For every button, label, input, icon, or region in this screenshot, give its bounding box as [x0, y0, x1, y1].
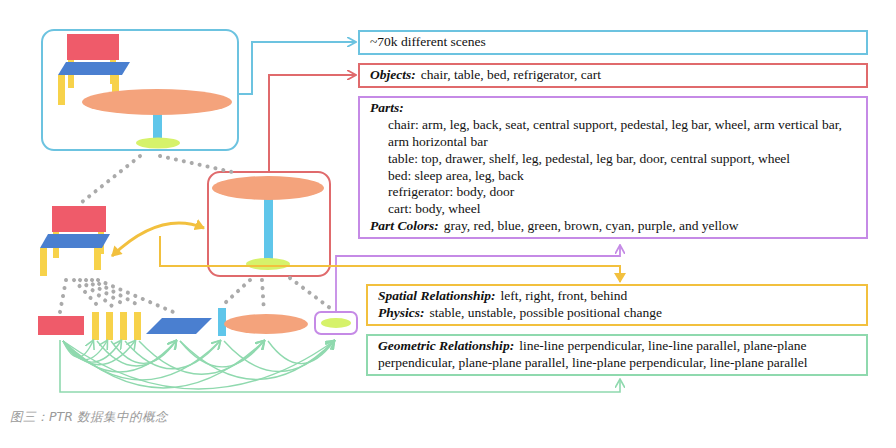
- concept-box: Parts: chair: arm, leg, back, seat, centr…: [358, 96, 868, 239]
- geometry-arc: [180, 341, 334, 379]
- geometry-arc: [63, 341, 334, 389]
- text-row: refrigerator: body, door: [370, 184, 856, 201]
- geometry-arc: [63, 341, 135, 365]
- relation-leader: [160, 236, 620, 282]
- geometry-arcs: [63, 341, 334, 389]
- text-row: Physics: stable, unstable, possible posit…: [378, 305, 856, 322]
- concept-text: refrigerator: body, door: [370, 184, 856, 201]
- geometry-arc: [268, 341, 334, 364]
- text-row: Spatial Relationship: left, right, front,…: [378, 288, 856, 305]
- chair-object: [40, 206, 110, 276]
- geometry-arc: [111, 341, 176, 363]
- concept-heading: Objects:: [370, 67, 416, 82]
- scene-table: [82, 89, 232, 149]
- concept-heading: Physics:: [378, 305, 425, 320]
- concept-heading: Geometric Relationship:: [378, 338, 514, 353]
- text-row: ~70k different scenes: [370, 34, 856, 51]
- geometry-arc: [224, 341, 334, 372]
- geometry-arc: [125, 341, 220, 369]
- concept-heading: Spatial Relationship:: [378, 288, 495, 303]
- concept-text: ~70k different scenes: [370, 34, 486, 49]
- text-row: Objects: chair, table, bed, refrigerator,…: [370, 67, 856, 84]
- concept-text: stable, unstable, possible positional ch…: [430, 305, 662, 320]
- object-frame: [208, 172, 330, 276]
- text-row: cart: body, wheel: [370, 201, 856, 218]
- concept-text: cart: body, wheel: [370, 201, 856, 218]
- concept-text: left, right, front, behind: [500, 288, 627, 303]
- concept-text: table: top, drawer, shelf, leg, pedestal…: [370, 151, 856, 168]
- figure-caption: 图三：PTR 数据集中的概念: [10, 409, 168, 426]
- table-object: [212, 176, 324, 270]
- scene-leader: [238, 42, 355, 94]
- geometry-arc: [180, 341, 264, 367]
- concept-text: bed: sleep area, leg, back: [370, 168, 856, 185]
- concept-text: chair, table, bed, refrigerator, cart: [421, 67, 601, 82]
- concept-text: gray, red, blue, green, brown, cyan, pur…: [444, 218, 739, 233]
- concept-text: chair: arm, leg, back, seat, central sup…: [370, 117, 856, 151]
- scene-frame: [42, 30, 238, 150]
- text-row: Geometric Relationship:line-line perpend…: [378, 338, 856, 372]
- relation-arrow: [112, 223, 204, 256]
- concept-box: Geometric Relationship:line-line perpend…: [366, 334, 868, 376]
- concept-box: ~70k different scenes: [358, 30, 868, 55]
- concept-box: Spatial Relationship: left, right, front,…: [366, 284, 868, 326]
- text-row: table: top, drawer, shelf, leg, pedestal…: [370, 151, 856, 168]
- geometry-arc: [139, 341, 264, 374]
- concept-heading: Parts:: [370, 100, 404, 115]
- text-row: chair: arm, leg, back, seat, central sup…: [370, 117, 856, 151]
- text-row: Parts:: [370, 100, 856, 117]
- concept-heading: Part Colors:: [370, 218, 439, 233]
- concept-box: Objects: chair, table, bed, refrigerator,…: [358, 63, 868, 88]
- hierarchy-dots: [60, 156, 330, 314]
- text-row: Part Colors: gray, red, blue, green, brow…: [370, 218, 856, 235]
- geometry-arc: [63, 341, 264, 388]
- object-leader: [269, 75, 355, 172]
- text-row: bed: sleep area, leg, back: [370, 168, 856, 185]
- parts-row: [38, 308, 357, 340]
